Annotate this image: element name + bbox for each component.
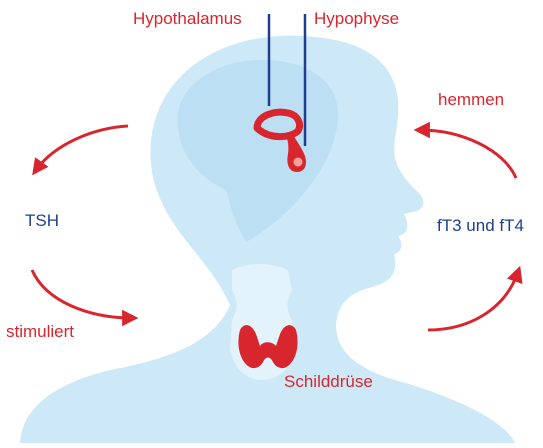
label-stimuliert: stimuliert [6, 323, 74, 340]
label-schilddruese: Schilddrüse [284, 373, 373, 390]
hypophyse-dot [294, 158, 303, 167]
label-tsh: TSH [25, 212, 59, 229]
top-left-arrow [36, 126, 128, 170]
top-right-arrow [420, 130, 516, 178]
bottom-right-arrow [428, 272, 518, 330]
bottom-left-arrow [32, 270, 132, 318]
label-hypophyse: Hypophyse [314, 10, 399, 27]
label-hypothalamus: Hypothalamus [133, 10, 242, 27]
label-hemmen: hemmen [438, 91, 504, 108]
label-ft3-ft4: fT3 und fT4 [437, 217, 524, 234]
